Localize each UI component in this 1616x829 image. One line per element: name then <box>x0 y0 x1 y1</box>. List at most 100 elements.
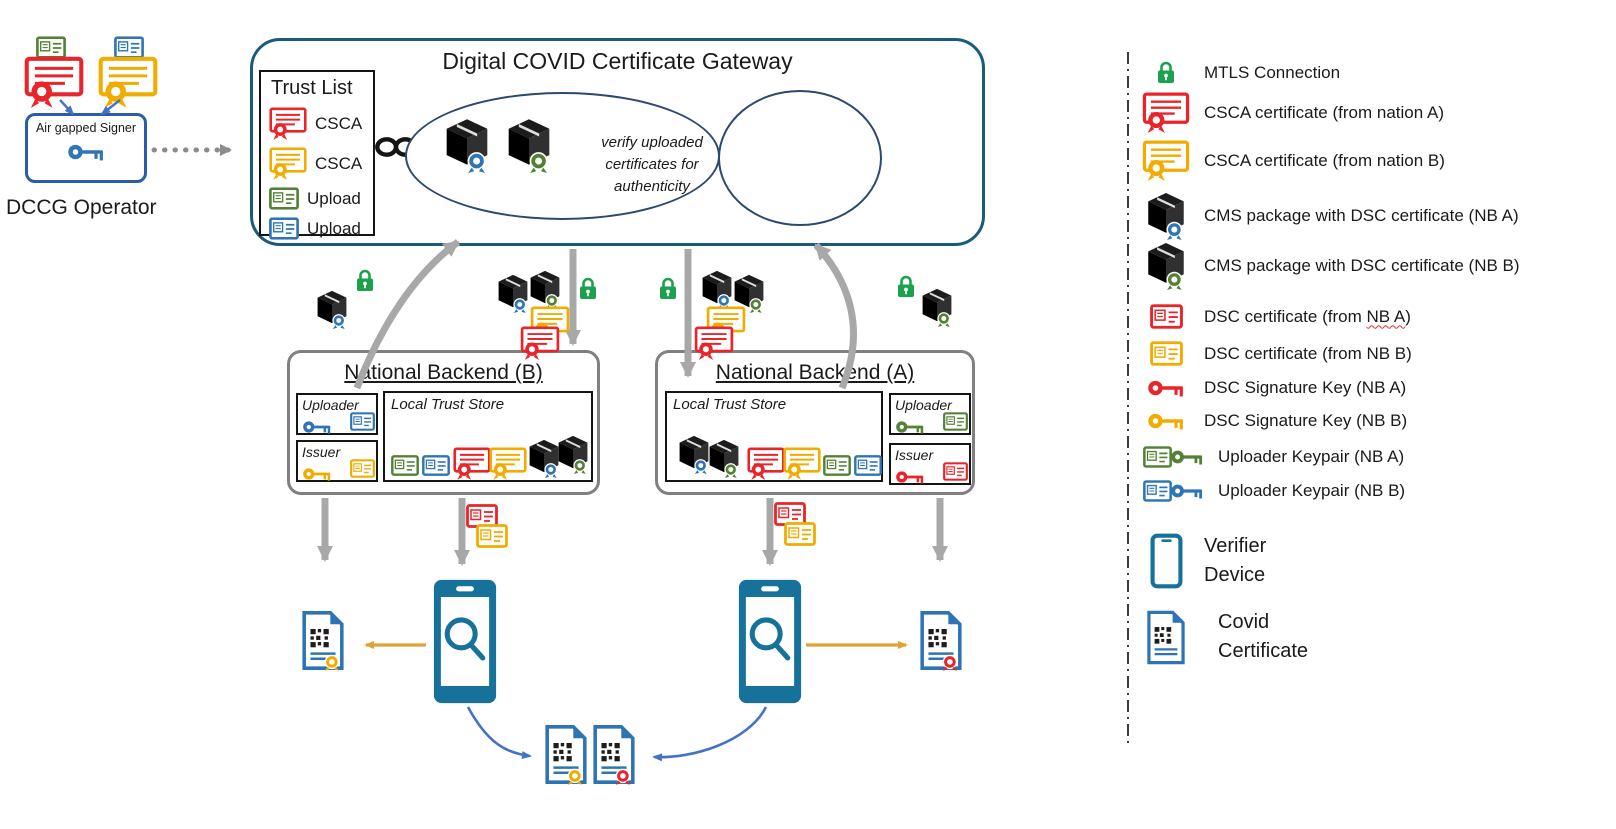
csca-certificate-yellow-icon <box>489 447 527 480</box>
csca-certificate-yellow-icon <box>269 147 307 180</box>
covid-certificate-yellow-icon <box>300 610 346 671</box>
mtls-lock-icon <box>578 276 598 301</box>
cms-package-blue-icon <box>315 290 349 329</box>
legend-label: CSCA certificate (from nation A) <box>1204 102 1444 122</box>
dsc-certificate-yellow-icon <box>784 522 816 546</box>
cms-package-green-icon <box>505 118 553 173</box>
csca-certificate-red-icon <box>24 56 84 108</box>
uploader-keypair-green-icon <box>1140 446 1206 468</box>
trust-list-box: Trust List CSCA CSCA Upload Upload <box>259 70 375 236</box>
dccg-operator-label: DCCG Operator <box>6 196 157 219</box>
arrow-verifier-a-to-shared-certificates <box>652 706 768 762</box>
mtls-lock-icon <box>658 276 678 301</box>
cms-package-green-icon <box>556 435 590 474</box>
gateway-verify-note: verify uploaded certificates for authent… <box>601 134 703 195</box>
trust-list-item-label: Upload <box>307 188 361 208</box>
mtls-lock-icon <box>355 268 375 293</box>
csca-certificate-red-icon <box>694 326 734 360</box>
dsc-signature-key-red-icon <box>1140 379 1192 397</box>
legend-item-dsc-b: DSC certificate (from NB B) <box>1140 341 1412 366</box>
trust-list-item: CSCA <box>269 147 365 180</box>
uploader-key-blue-icon <box>302 420 332 434</box>
cms-package-green-icon <box>528 270 562 309</box>
dsc-certificate-yellow-icon <box>350 459 375 478</box>
csca-certificate-yellow-icon <box>98 56 158 108</box>
covid-certificate-yellow-icon <box>543 724 589 785</box>
legend-item-key-b: DSC Signature Key (NB B) <box>1140 411 1407 431</box>
dsc-certificate-yellow-icon <box>1140 341 1192 366</box>
issuer-label: Issuer <box>895 447 934 463</box>
legend-item-mtls: MTLS Connection <box>1140 60 1340 85</box>
cms-package-blue-icon <box>700 270 734 309</box>
uploader-box-a: Uploader <box>889 393 971 435</box>
verifier-device-icon <box>1140 533 1192 589</box>
local-trust-store-label: Local Trust Store <box>391 396 505 413</box>
csca-certificate-red-icon <box>1140 92 1192 133</box>
legend-item-keypair-a: Uploader Keypair (NB A) <box>1140 446 1404 468</box>
upload-certificate-blue-icon <box>854 455 882 476</box>
cms-package-blue-icon <box>677 435 711 474</box>
dsc-certificate-red-icon <box>1140 304 1192 329</box>
cms-package-green-icon <box>707 439 741 478</box>
legend-item-cms-b: CMS package with DSC certificate (NB B) <box>1140 242 1520 290</box>
upload-certificate-blue-icon <box>269 217 299 240</box>
mtls-lock-icon <box>1140 60 1192 85</box>
dsc-signature-key-yellow-icon <box>302 467 332 481</box>
issuer-label: Issuer <box>302 444 341 460</box>
legend-item-keypair-b: Uploader Keypair (NB B) <box>1140 480 1405 502</box>
upload-certificate-green-icon <box>823 455 851 476</box>
legend-item-cms-a: CMS package with DSC certificate (NB A) <box>1140 192 1519 240</box>
trust-list-item-label: CSCA <box>315 153 363 173</box>
national-backend-b-box: National Backend (B) Uploader Issuer Loc… <box>287 350 600 495</box>
national-backend-a-title: National Backend (A) <box>715 361 915 384</box>
issuer-box-a: Issuer <box>889 443 971 485</box>
upload-certificate-blue-icon <box>350 412 375 431</box>
mtls-lock-icon <box>896 274 916 299</box>
uploader-key-green-icon <box>895 420 925 434</box>
trust-list-item: Upload <box>269 217 365 240</box>
covid-certificate-red-icon <box>918 610 964 671</box>
covid-certificate-red-icon <box>591 724 637 785</box>
upload-certificate-green-icon <box>269 187 299 210</box>
trust-list-title: Trust List <box>271 77 353 99</box>
csca-certificate-yellow-icon <box>1140 140 1192 181</box>
signer-key-icon <box>67 143 105 161</box>
csca-certificate-red-icon <box>520 326 560 360</box>
local-trust-store-label: Local Trust Store <box>673 396 787 413</box>
trust-list-item: Upload <box>269 187 365 210</box>
legend-label: Uploader Keypair (NB A) <box>1218 447 1405 466</box>
legend-label: CMS package with DSC certificate (NB B) <box>1204 256 1520 275</box>
legend-item-dsc-a: DSC certificate (from NB A) <box>1140 304 1411 329</box>
csca-certificate-yellow-icon <box>783 447 821 480</box>
trust-list-item-label: CSCA <box>315 113 363 133</box>
upload-certificate-blue-icon <box>422 455 450 476</box>
gateway-title: Digital COVID Certificate Gateway <box>442 48 793 74</box>
local-trust-store-a-box: Local Trust Store <box>665 391 883 482</box>
dsc-signature-key-red-icon <box>895 470 925 484</box>
uploader-label: Uploader <box>895 397 952 413</box>
air-gapped-signer-box: Air gapped Signer <box>25 113 147 183</box>
legend-label: CSCA certificate (from nation B) <box>1204 150 1445 170</box>
air-gapped-signer-label: Air gapped Signer <box>35 121 137 135</box>
legend-label: CMS package with DSC certificate (NB A) <box>1204 206 1519 225</box>
cms-package-green-icon <box>920 288 954 327</box>
legend-label: MTLS Connection <box>1204 62 1341 82</box>
cms-package-blue-icon <box>443 118 491 173</box>
national-backend-a-box: National Backend (A) Local Trust Store U… <box>655 350 975 495</box>
dsc-certificate-yellow-icon <box>476 524 508 548</box>
csca-certificate-red-icon <box>269 107 307 140</box>
cms-package-blue-icon <box>1140 192 1192 240</box>
verifier-phone-b-icon <box>432 578 498 705</box>
legend-label: DSC Signature Key (NB B) <box>1204 411 1408 430</box>
national-backend-b-title: National Backend (B) <box>344 361 543 384</box>
upload-certificate-green-icon <box>391 455 419 476</box>
trust-list-item: CSCA <box>269 107 365 140</box>
dsc-certificate-red-icon <box>943 462 968 481</box>
covid-certificate-icon <box>1140 610 1192 665</box>
uploader-label: Uploader <box>302 397 359 413</box>
